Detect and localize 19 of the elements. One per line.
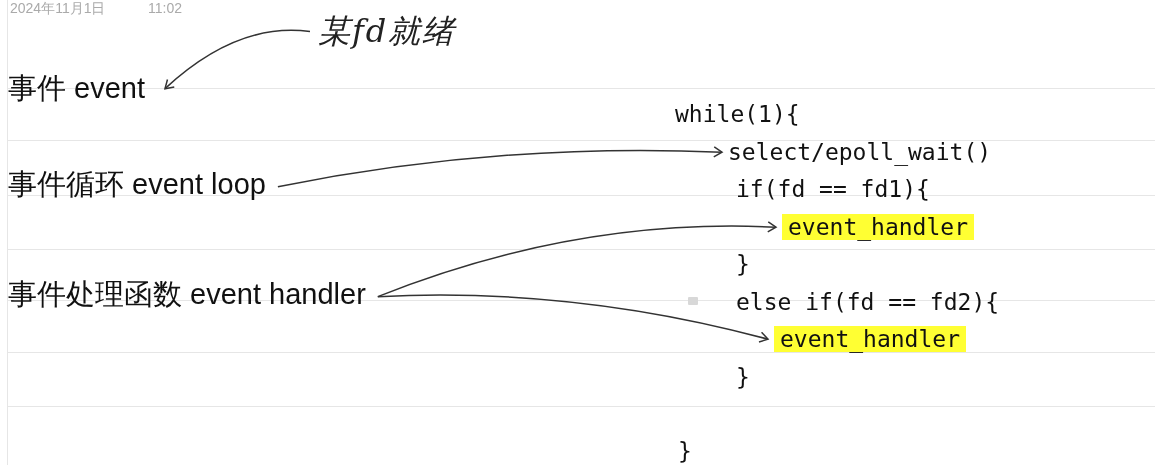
arrow — [277, 146, 723, 188]
arrow — [377, 221, 777, 298]
code-line: } — [736, 364, 750, 391]
timestamp-text: 2024年11月1日 — [10, 0, 106, 18]
code-line: } — [678, 438, 692, 465]
highlighted-code: event_handler — [774, 326, 966, 353]
code-line: else if(fd == fd2){ — [736, 289, 1000, 316]
heading-text: 事件 event — [8, 72, 145, 106]
heading-text: 事件处理函数 event handler — [8, 278, 366, 312]
arrow — [164, 29, 311, 90]
timestamp-text: 11:02 — [148, 0, 182, 16]
heading-text: 事件循环 event loop — [8, 168, 266, 202]
code-line: } — [736, 251, 750, 278]
code-line: select/epoll_wait() — [728, 139, 992, 166]
code-line: if(fd == fd1){ — [736, 176, 930, 203]
code-line: while(1){ — [675, 101, 800, 128]
handwritten-note: 某fd就绪 — [318, 14, 457, 50]
highlighted-code: event_handler — [782, 214, 974, 241]
arrow — [377, 294, 769, 343]
